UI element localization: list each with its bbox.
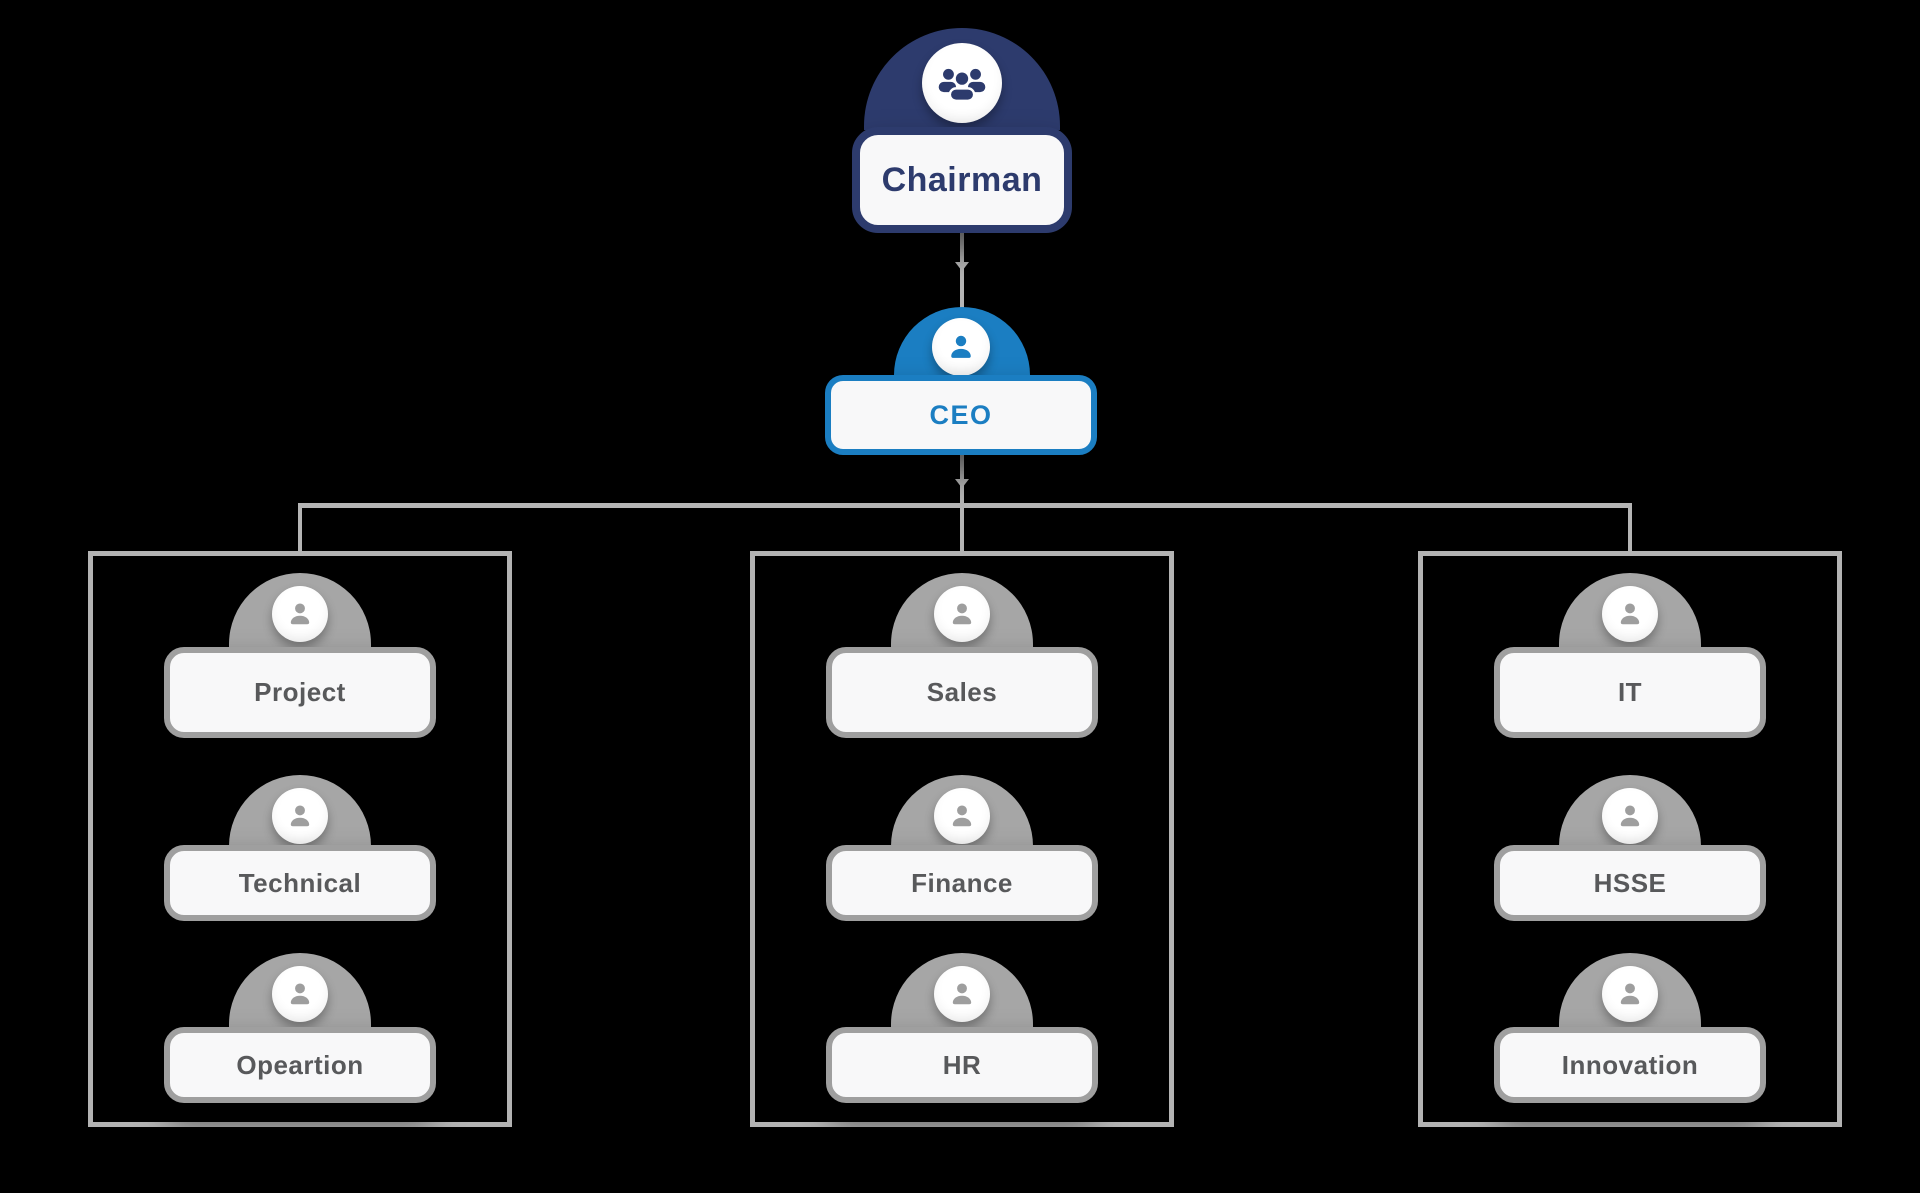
org-node-ceo: CEO — [825, 307, 1097, 455]
node-label: IT — [1617, 677, 1643, 707]
node-card: HSSE — [1494, 845, 1766, 921]
node-label: Chairman — [881, 160, 1043, 199]
avatar — [272, 788, 328, 844]
node-card: Project — [164, 647, 436, 738]
node-label: HR — [942, 1049, 982, 1080]
node-card: HR — [826, 1027, 1098, 1103]
node-card: Opeartion — [164, 1027, 436, 1103]
connector-chairman-ceo — [960, 233, 964, 309]
node-card: Sales — [826, 647, 1098, 738]
person-icon — [1620, 805, 1640, 827]
node-label: Finance — [911, 867, 1013, 898]
avatar — [934, 586, 990, 642]
person-icon — [951, 335, 971, 358]
avatar — [272, 966, 328, 1022]
column-container-middle — [750, 551, 1174, 1127]
column-container-right — [1418, 551, 1842, 1127]
avatar — [1602, 966, 1658, 1022]
person-icon — [952, 983, 972, 1005]
avatar — [1602, 586, 1658, 642]
avatar — [922, 43, 1002, 123]
node-label: Sales — [926, 677, 998, 707]
person-icon — [952, 805, 972, 827]
connector-drop-left — [298, 506, 302, 551]
node-card: Innovation — [1494, 1027, 1766, 1103]
avatar — [932, 318, 990, 376]
connector-horizontal-bus — [298, 503, 1632, 508]
connector-drop-right — [1628, 506, 1632, 551]
arrow-down-icon — [955, 262, 969, 271]
node-label: Project — [254, 677, 346, 707]
node-card: Chairman — [852, 127, 1072, 233]
person-icon — [290, 805, 310, 827]
node-label: Technical — [238, 867, 362, 898]
avatar — [934, 788, 990, 844]
arrow-down-icon — [955, 479, 969, 488]
avatar — [934, 966, 990, 1022]
person-icon — [1620, 983, 1640, 1005]
node-label: Opeartion — [236, 1049, 364, 1080]
group-icon — [937, 67, 987, 102]
avatar — [1602, 788, 1658, 844]
node-card: IT — [1494, 647, 1766, 738]
node-card: CEO — [825, 375, 1097, 455]
node-card: Technical — [164, 845, 436, 921]
node-card: Finance — [826, 845, 1098, 921]
person-icon — [1620, 603, 1640, 625]
person-icon — [952, 603, 972, 625]
org-node-chairman: Chairman — [852, 28, 1072, 233]
node-label: CEO — [929, 399, 993, 430]
avatar — [272, 586, 328, 642]
person-icon — [290, 603, 310, 625]
node-label: HSSE — [1593, 867, 1667, 898]
column-container-left — [88, 551, 512, 1127]
node-label: Innovation — [1561, 1049, 1699, 1080]
person-icon — [290, 983, 310, 1005]
